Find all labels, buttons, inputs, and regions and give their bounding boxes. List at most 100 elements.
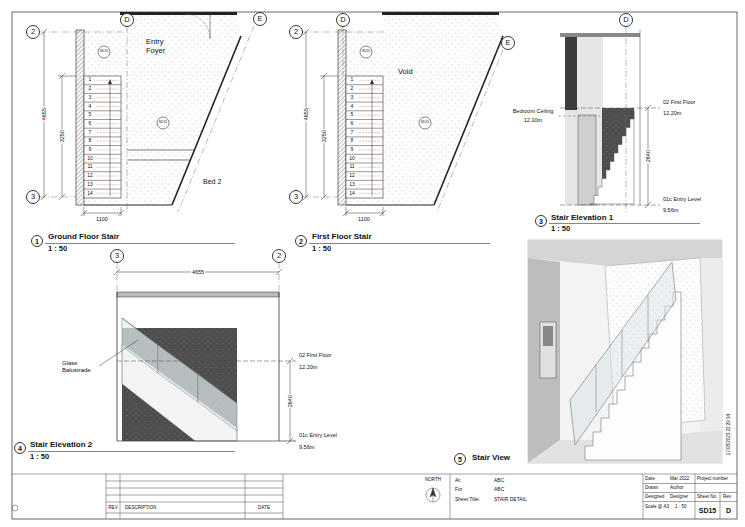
stair-elevation-2 bbox=[122, 318, 237, 403]
level-label: 01c Entry Level bbox=[663, 196, 701, 202]
bubble-text: 2 bbox=[294, 28, 298, 36]
level-label: 02 First Floor bbox=[663, 99, 695, 105]
first-floor-plan bbox=[302, 14, 503, 244]
stair-perspective bbox=[540, 322, 556, 378]
bubble-text: 2 bbox=[31, 28, 35, 36]
bubble-text: 3 bbox=[539, 218, 543, 225]
stair-elevation-2 bbox=[117, 361, 296, 362]
grid-bubble: D bbox=[120, 13, 134, 27]
bubble-text: 1 bbox=[35, 238, 39, 245]
title-block bbox=[106, 481, 283, 513]
dimension-text: 1100 bbox=[95, 216, 109, 222]
tread-number: 6 bbox=[89, 121, 92, 127]
ground-floor-plan bbox=[210, 14, 211, 39]
first-floor-plan bbox=[302, 14, 503, 217]
title-block-text: At: bbox=[455, 478, 461, 484]
tread-number: 13 bbox=[87, 182, 93, 188]
title-block-text: 1 : 50 bbox=[675, 504, 687, 509]
tread-number: 14 bbox=[349, 191, 355, 197]
view-title: Ground Floor Stair bbox=[48, 232, 119, 241]
level-value: 12.20m bbox=[663, 110, 681, 116]
stair-perspective bbox=[528, 240, 722, 463]
stair-elevation-2 bbox=[117, 441, 296, 442]
ground-floor-plan bbox=[185, 14, 210, 39]
dimension-text: 3250 bbox=[321, 129, 327, 143]
dimension-text: 4655 bbox=[303, 107, 309, 121]
grid-bubble: E bbox=[501, 36, 515, 50]
title-block-text: Rev bbox=[723, 494, 731, 499]
stair-elevation-2 bbox=[99, 340, 138, 366]
tread-number: 7 bbox=[89, 130, 92, 136]
tread-number: 11 bbox=[349, 164, 354, 170]
title-block-text: Sheet Title: bbox=[455, 497, 480, 503]
tread-number: 5 bbox=[351, 112, 354, 118]
bubble-text: 5 bbox=[458, 456, 462, 463]
tread-number: 10 bbox=[349, 156, 355, 162]
tread-number: 1 bbox=[89, 77, 92, 83]
title-block bbox=[12, 474, 737, 475]
grid-bubble: D bbox=[336, 13, 350, 27]
bubble-text: 4 bbox=[18, 445, 22, 452]
tread-number: 2 bbox=[89, 86, 92, 92]
grid-bubble: 3 bbox=[26, 190, 40, 204]
stair-elevation-1 bbox=[626, 27, 627, 212]
tread-number: 12 bbox=[349, 173, 355, 179]
title-block-text: Mar 2022 bbox=[670, 476, 689, 481]
room-label: Void bbox=[398, 68, 413, 77]
title-block bbox=[426, 488, 440, 502]
stair-elevation-2 bbox=[28, 263, 296, 452]
level-value: 9.56m bbox=[663, 207, 678, 213]
title-block-text: STAIR DETAIL bbox=[494, 497, 527, 503]
level-label: 02 First Floor bbox=[299, 352, 331, 358]
tread-number: 12 bbox=[87, 173, 93, 179]
tread-number: 14 bbox=[87, 191, 93, 197]
stair-elevation-2 bbox=[198, 374, 237, 431]
title-block-text: Drawn bbox=[645, 485, 658, 490]
stair-perspective bbox=[570, 262, 676, 445]
dimension-text: 2640 bbox=[287, 394, 293, 408]
tread-number: 8 bbox=[89, 138, 92, 144]
level-label: 01c Entry Level bbox=[299, 432, 337, 438]
title-block-text: Project number bbox=[697, 476, 728, 481]
title-block bbox=[12, 474, 737, 519]
stair-elevation-1 bbox=[640, 30, 641, 205]
section-mark-text: SD15 bbox=[100, 50, 108, 54]
bubble-text: 3 bbox=[294, 193, 298, 201]
stair-elevation-2 bbox=[114, 269, 120, 275]
tread-number: 1 bbox=[351, 77, 354, 83]
first-floor-plan bbox=[309, 243, 490, 244]
stair-elevation-2 bbox=[287, 358, 293, 444]
bubble-text: E bbox=[257, 15, 262, 23]
view-number: 3 bbox=[535, 215, 547, 227]
stair-elevation-2 bbox=[122, 318, 237, 431]
title-block bbox=[430, 488, 436, 497]
section-mark-text: SD15 bbox=[159, 121, 167, 125]
stair-elevation-2 bbox=[117, 292, 279, 297]
timestamp: 17/08/2023 22:29:34 bbox=[726, 414, 731, 455]
view-title: Stair View bbox=[472, 453, 510, 462]
tread-number: 7 bbox=[351, 130, 354, 136]
section-mark-text: SD15 bbox=[362, 50, 370, 54]
ground-floor-plan bbox=[127, 26, 254, 212]
tread-number: 4 bbox=[351, 104, 354, 110]
stair-elevation-2 bbox=[114, 269, 282, 275]
tread-number: 8 bbox=[351, 138, 354, 144]
stair-elevation-2 bbox=[276, 269, 282, 275]
tread-number: 3 bbox=[351, 95, 354, 101]
tread-number: 4 bbox=[89, 104, 92, 110]
grid-bubble: 2 bbox=[26, 25, 40, 39]
tread-number: 3 bbox=[89, 95, 92, 101]
bubble-text: D bbox=[124, 16, 129, 24]
bubble-text: 3 bbox=[115, 252, 119, 260]
dimension-text: 4655 bbox=[41, 107, 47, 121]
stair-elevation-2 bbox=[117, 292, 279, 441]
level-label: Bedroom Ceiling bbox=[513, 108, 554, 114]
stair-elevation-1 bbox=[590, 111, 634, 205]
title-block-text: ABC bbox=[494, 478, 504, 484]
stair-elevation-1 bbox=[560, 33, 640, 37]
stair-perspective bbox=[528, 240, 722, 463]
dimension-text: 4655 bbox=[191, 269, 205, 275]
title-block-text: Designer bbox=[670, 494, 688, 499]
